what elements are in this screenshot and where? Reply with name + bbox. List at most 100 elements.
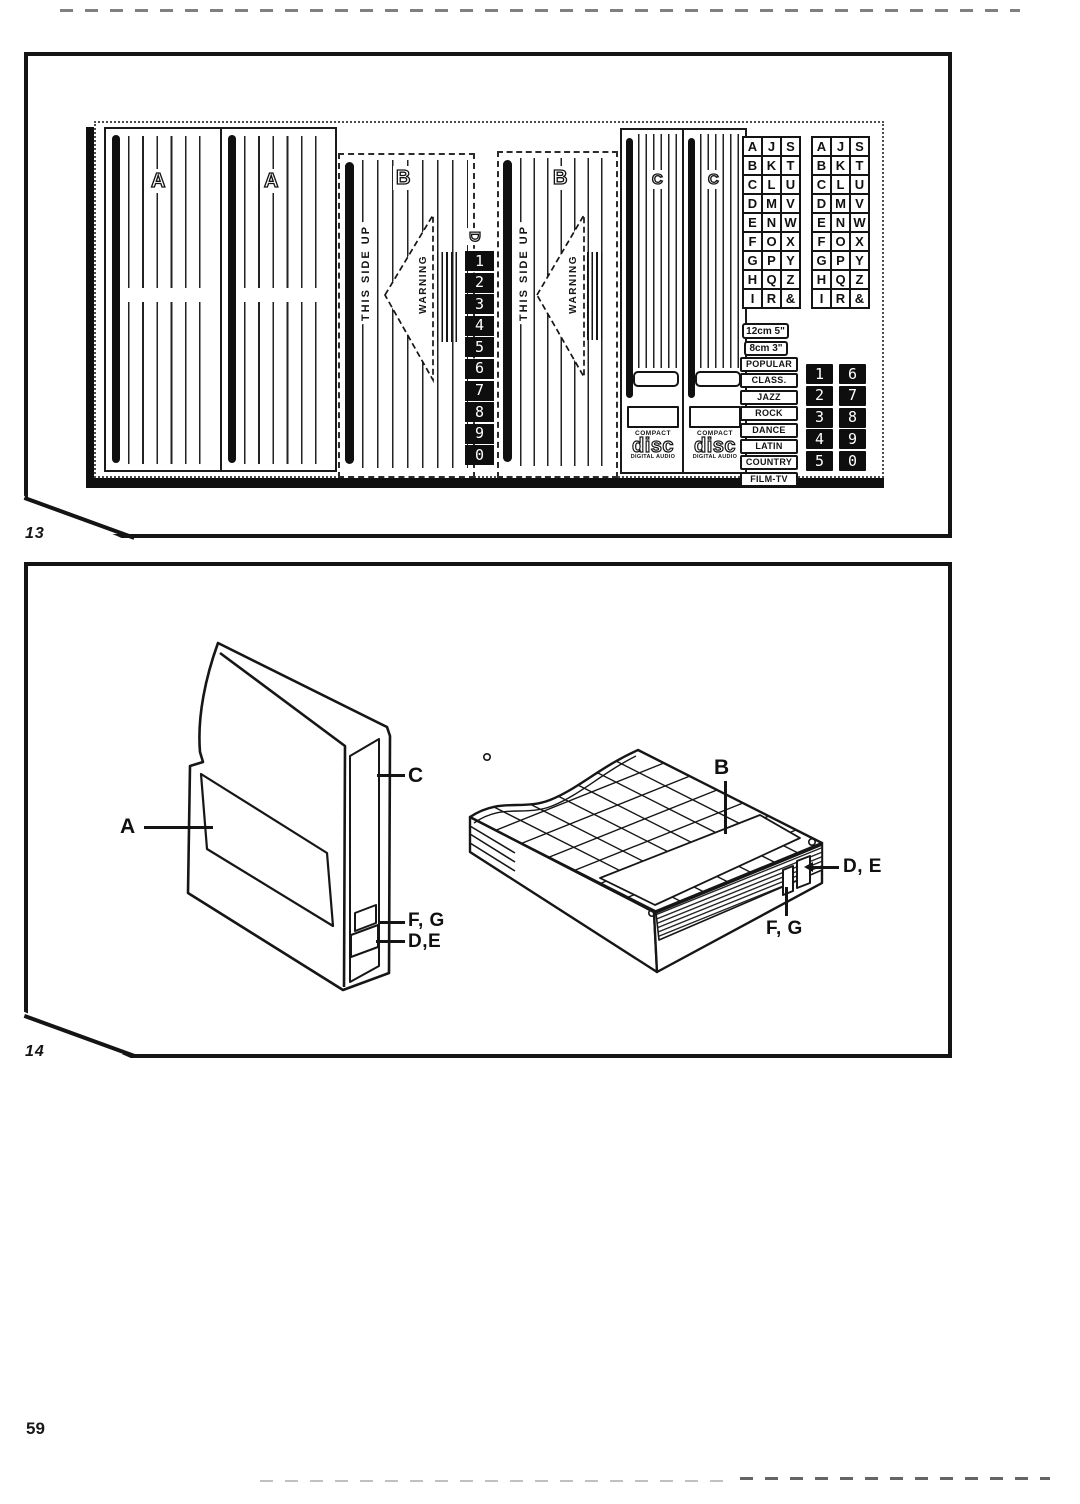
- letter-cell: H: [744, 271, 761, 288]
- figure-14-tag: 14: [25, 1043, 45, 1060]
- scan-artifact-bottom: [740, 1477, 1050, 1480]
- letter-cell: E: [744, 214, 761, 231]
- panel-a-divider: [220, 129, 222, 470]
- letter-cell: S: [782, 138, 799, 155]
- letter-cell: Q: [763, 271, 780, 288]
- case-edge-path: [219, 651, 347, 988]
- callout-fg: F, G: [766, 918, 803, 939]
- number-tile: 9: [839, 429, 866, 450]
- panel-letter-b: B: [393, 166, 414, 190]
- letter-cell: I: [813, 290, 830, 307]
- letter-cell: O: [832, 233, 849, 250]
- letter-cell: L: [763, 176, 780, 193]
- letter-cell: G: [744, 252, 761, 269]
- letter-cell: X: [851, 233, 868, 250]
- letter-cell: C: [744, 176, 761, 193]
- page-number: 59: [26, 1419, 45, 1438]
- cd-logo-compact-text: COMPACT: [697, 430, 733, 437]
- genre-label: DANCE: [740, 422, 798, 438]
- letter-cell: Z: [851, 271, 868, 288]
- letter-cell: A: [813, 138, 830, 155]
- number-tile: 1: [465, 251, 494, 271]
- letter-cell: K: [763, 157, 780, 174]
- letter-cell: Z: [782, 271, 799, 288]
- panel-a1-ruled-lines: [128, 302, 212, 464]
- callout-c: C: [408, 764, 424, 787]
- panel-c1-spine-bar: [626, 138, 633, 398]
- genre-label: ROCK: [740, 406, 798, 422]
- letter-cell: V: [782, 195, 799, 212]
- letter-cell: U: [851, 176, 868, 193]
- panel-c2-spine-bar: [688, 138, 695, 398]
- letter-cell: Y: [782, 252, 799, 269]
- number-tile: 5: [806, 451, 833, 472]
- letter-cell: X: [782, 233, 799, 250]
- caddy-top-face-path: [468, 748, 824, 914]
- genre-label: POPULAR: [740, 357, 798, 372]
- arrow-outline-path: [536, 211, 585, 381]
- cd-slip-case-drawing: [186, 641, 392, 992]
- genre-label: JAZZ: [740, 389, 798, 405]
- caddy-rib-lines: [469, 825, 516, 872]
- caddy-label-area-path: [599, 814, 801, 906]
- letter-cell: J: [763, 138, 780, 155]
- letter-cell: D: [813, 195, 830, 212]
- panel-a1-spine-bar: [112, 135, 120, 463]
- warning-label: WARNING: [418, 255, 429, 314]
- number-tile: 0: [839, 451, 866, 472]
- panel-letter-c: C: [649, 170, 666, 189]
- callout-b: B: [714, 756, 730, 779]
- letter-cell: W: [851, 214, 868, 231]
- panel-a2-ruled-lines: [244, 136, 328, 288]
- number-tile: 4: [806, 429, 833, 450]
- letter-cell: &: [851, 290, 868, 307]
- panel-c2-label-slot: [689, 406, 741, 428]
- letter-cell: R: [763, 290, 780, 307]
- callout-line-de: [376, 940, 405, 943]
- number-tile: 0: [465, 445, 494, 466]
- callout-line-c: [377, 774, 405, 777]
- callout-fg: F, G: [408, 910, 445, 931]
- panel-letter-a: A: [148, 169, 169, 193]
- panel-letter-c: C: [705, 170, 722, 189]
- letter-cell: V: [851, 195, 868, 212]
- panel-a2-ruled-lines: [244, 302, 328, 464]
- letter-cell: K: [832, 157, 849, 174]
- cd-logo-disc-text: disc: [693, 434, 737, 457]
- cd-logo-digital-audio-text: DIGITAL AUDIO: [630, 453, 676, 460]
- number-tile: 9: [465, 423, 494, 444]
- panel-b2-spine-bar: [503, 160, 512, 462]
- letter-cell: T: [782, 157, 799, 174]
- panel-c-divider: [682, 130, 684, 472]
- number-tile: 6: [839, 364, 866, 384]
- letter-cell: N: [832, 214, 849, 231]
- figure-13-frame: [24, 52, 952, 538]
- sheet-shadow-left: [86, 127, 95, 477]
- caddy-grid-lines: [470, 759, 805, 912]
- letter-cell: I: [744, 290, 761, 307]
- size-label-8cm: 8cm 3": [744, 341, 788, 356]
- panel-a-box: [104, 127, 337, 472]
- number-tile-column: 1 2 3 4 5: [806, 364, 833, 472]
- compact-disc-logo: COMPACT disc DIGITAL AUDIO: [624, 430, 682, 461]
- letter-cell: R: [832, 290, 849, 307]
- caddy-slot-ribs-path: [655, 844, 823, 941]
- number-tile: 2: [806, 385, 833, 406]
- number-tile: 6: [465, 358, 494, 379]
- barcode-block: [437, 252, 457, 342]
- size-label-12cm: 12cm 5": [742, 323, 789, 339]
- number-tile: 2: [465, 272, 494, 293]
- caddy-screw-icon: [482, 752, 491, 761]
- callout-a: A: [120, 815, 136, 838]
- scan-artifact-bottom: [260, 1480, 730, 1482]
- figure-13-tag: 13: [25, 525, 45, 542]
- callout-line-fg: [379, 921, 405, 924]
- number-tile: 8: [465, 402, 494, 423]
- callout-de: D,E: [408, 931, 442, 952]
- number-strip: 1 2 3 4 5 6 7 8 9 0: [465, 251, 494, 466]
- panel-c1-label-slot: [627, 406, 679, 428]
- letter-cell: S: [851, 138, 868, 155]
- number-tile-column: 6 7 8 9 0: [839, 364, 866, 472]
- callout-line-fg: [785, 887, 788, 916]
